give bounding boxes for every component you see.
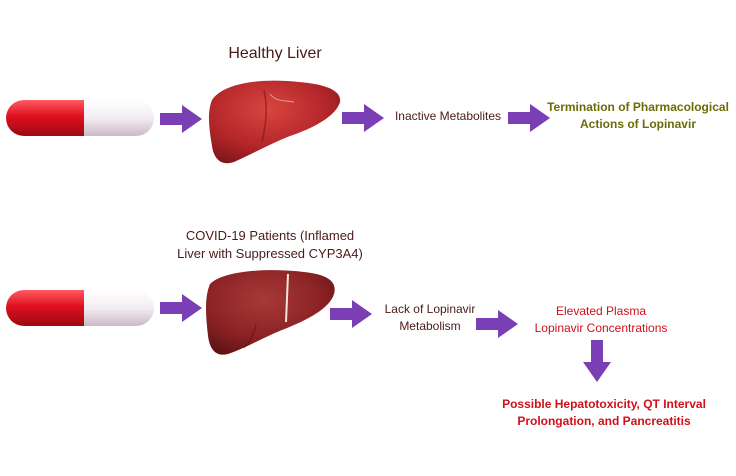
covid-title-line1: COVID-19 Patients (Inflamed bbox=[185, 228, 355, 243]
termination-outcome-line2: Actions of Lopinavir bbox=[579, 117, 696, 131]
termination-outcome-line1: Termination of Pharmacological bbox=[547, 100, 729, 114]
arrow-down-icon bbox=[583, 340, 611, 382]
capsule-icon bbox=[6, 290, 154, 326]
inactive-metabolites-label: Inactive Metabolites bbox=[394, 109, 502, 123]
elevated-plasma-line1: Elevated Plasma bbox=[555, 304, 647, 318]
arrow-right-icon bbox=[508, 104, 550, 132]
arrow-right-icon bbox=[476, 310, 518, 338]
possible-effects-line1: Possible Hepatotoxicity, QT Interval bbox=[502, 397, 706, 411]
covid-title-line2: Liver with Suppressed CYP3A4) bbox=[177, 246, 363, 261]
liver-icon bbox=[208, 80, 341, 164]
healthy-liver-title: Healthy Liver bbox=[228, 45, 322, 62]
arrow-right-icon bbox=[160, 105, 202, 133]
lack-of-metabolism-line2: Metabolism bbox=[399, 319, 461, 333]
lack-of-metabolism-line1: Lack of Lopinavir bbox=[384, 302, 476, 316]
arrow-right-icon bbox=[342, 104, 384, 132]
arrow-right-icon bbox=[330, 300, 372, 328]
capsule-icon bbox=[6, 100, 154, 136]
arrow-right-icon bbox=[160, 294, 202, 322]
inflamed-liver-icon bbox=[206, 270, 335, 355]
possible-effects-line2: Prolongation, and Pancreatitis bbox=[517, 414, 691, 428]
elevated-plasma-line2: Lopinavir Concentrations bbox=[534, 321, 668, 335]
